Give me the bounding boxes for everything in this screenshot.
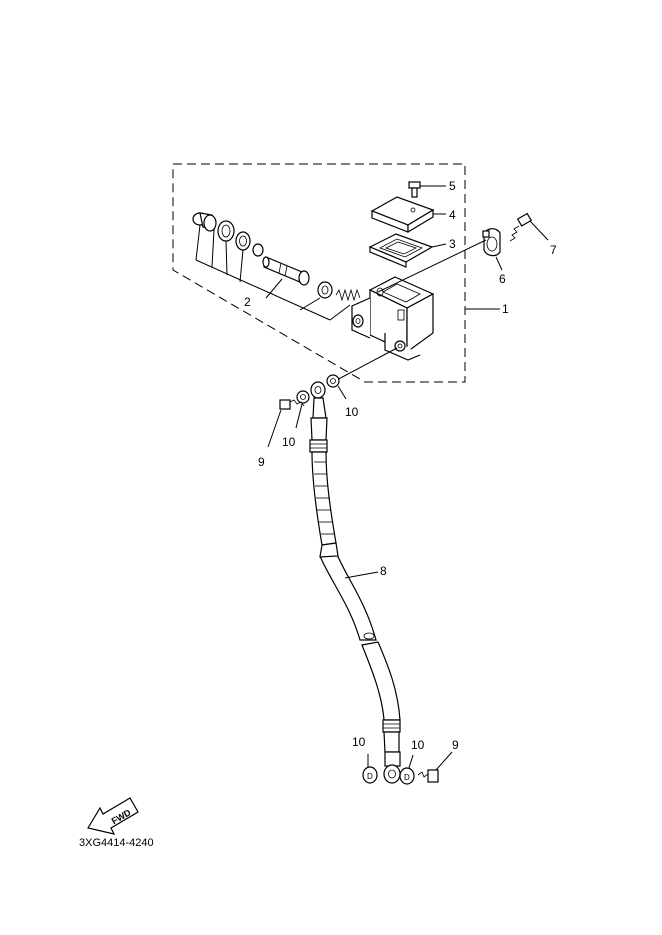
callout-8: 8	[380, 564, 387, 578]
callout-10-top-left: 10	[282, 435, 296, 449]
callout-7: 7	[550, 243, 557, 257]
forward-direction-icon: FWD	[87, 797, 139, 835]
svg-text:D: D	[404, 773, 410, 782]
top-banjo-bolt	[267, 399, 305, 448]
svg-text:D: D	[367, 772, 373, 781]
diagram-part-code: 3XG4414-4240	[79, 837, 154, 849]
part-4-reservoir-cap	[370, 196, 446, 234]
assembly-boundary	[172, 163, 466, 383]
callout-3: 3	[449, 237, 456, 251]
callout-9-bottom: 9	[452, 738, 459, 752]
callout-10-top-right: 10	[345, 405, 359, 419]
callout-10-bottom-right: 10	[411, 738, 425, 752]
part-7-clamp-bolt	[509, 212, 549, 242]
callout-1: 1	[502, 302, 509, 316]
callout-2: 2	[244, 295, 251, 309]
part-1-master-cylinder	[351, 276, 500, 361]
part-8-brake-hose	[309, 381, 401, 784]
callout-6: 6	[499, 272, 506, 286]
callout-5: 5	[449, 179, 456, 193]
part-5-cover-screw	[408, 181, 446, 198]
callout-4: 4	[449, 208, 456, 222]
bottom-banjo-bolt	[417, 751, 453, 783]
part-2-piston-kit	[192, 212, 361, 321]
callout-10-bottom-left: 10	[352, 735, 366, 749]
top-union-bolt-assembly	[267, 347, 398, 448]
callout-9-top: 9	[258, 455, 265, 469]
bottom-union-bolt-assembly: D D	[362, 751, 453, 785]
part-3-diaphragm	[368, 233, 447, 268]
part-6-holder-clamp	[377, 228, 503, 293]
